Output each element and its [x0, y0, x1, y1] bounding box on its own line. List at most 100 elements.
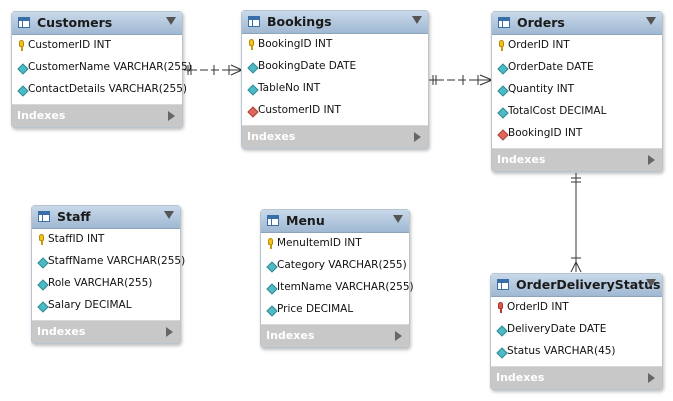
expand-arrow-icon[interactable]: [414, 132, 421, 142]
column-icon: [266, 305, 278, 317]
column-icon: [496, 325, 508, 337]
expand-arrow-icon[interactable]: [168, 111, 175, 121]
column-icon: [37, 301, 49, 313]
indexes-section[interactable]: Indexes: [492, 148, 662, 171]
column-row[interactable]: TableNo INT: [242, 78, 428, 100]
column-row[interactable]: Salary DECIMAL: [32, 295, 180, 317]
column-row[interactable]: Price DECIMAL: [261, 299, 409, 321]
column-label: Category VARCHAR(255): [277, 259, 407, 271]
column-label: Price DECIMAL: [277, 303, 354, 315]
table-icon: [267, 215, 279, 226]
column-row[interactable]: ItemName VARCHAR(255): [261, 277, 414, 299]
column-row[interactable]: Quantity INT: [492, 79, 662, 101]
column-label: CustomerName VARCHAR(255): [28, 61, 192, 73]
column-row[interactable]: TotalCost DECIMAL: [492, 101, 662, 123]
primary-foreign-key-icon: [496, 302, 506, 313]
table-title: Customers: [37, 15, 113, 30]
indexes-label: Indexes: [37, 325, 86, 338]
column-label: Salary DECIMAL: [48, 299, 132, 311]
table-title: Bookings: [267, 14, 332, 29]
collapse-arrow-icon[interactable]: [646, 279, 656, 287]
column-row[interactable]: OrderID INT: [492, 35, 662, 57]
column-label: StaffName VARCHAR(255): [48, 255, 186, 267]
column-icon: [247, 62, 259, 74]
table-title: Menu: [286, 213, 325, 228]
column-icon: [17, 63, 29, 75]
column-row[interactable]: BookingID INT: [492, 123, 662, 145]
foreign-key-icon: [247, 106, 259, 118]
column-row[interactable]: Category VARCHAR(255): [261, 255, 409, 277]
indexes-section[interactable]: Indexes: [242, 125, 428, 148]
column-row[interactable]: OrderID INT: [491, 297, 662, 319]
table-icon: [248, 16, 260, 27]
column-icon: [266, 261, 278, 273]
column-row[interactable]: CustomerName VARCHAR(255): [12, 57, 192, 79]
column-row[interactable]: ContactDetails VARCHAR(255): [12, 79, 187, 101]
column-row[interactable]: BookingDate DATE: [242, 56, 428, 78]
collapse-arrow-icon[interactable]: [164, 211, 174, 219]
foreign-key-icon: [497, 129, 509, 141]
column-label: TableNo INT: [258, 82, 321, 94]
column-row[interactable]: CustomerID INT: [12, 35, 182, 57]
column-row[interactable]: DeliveryDate DATE: [491, 319, 662, 341]
indexes-section[interactable]: Indexes: [32, 320, 180, 343]
column-icon: [497, 107, 509, 119]
column-icon: [17, 85, 29, 97]
column-label: Status VARCHAR(45): [507, 345, 616, 357]
expand-arrow-icon[interactable]: [648, 373, 655, 383]
column-label: BookingDate DATE: [258, 60, 357, 72]
table-bookings[interactable]: Bookings BookingID INT BookingDate DATE …: [241, 10, 429, 149]
expand-arrow-icon[interactable]: [395, 331, 402, 341]
table-staff[interactable]: Staff StaffID INT StaffName VARCHAR(255)…: [31, 205, 185, 344]
table-header[interactable]: OrderDeliveryStatus: [491, 274, 662, 297]
table-header[interactable]: Orders: [492, 12, 662, 35]
collapse-arrow-icon[interactable]: [166, 17, 176, 25]
column-label: ContactDetails VARCHAR(255): [28, 83, 187, 95]
table-icon: [498, 17, 510, 28]
indexes-label: Indexes: [266, 329, 315, 342]
column-icon: [247, 84, 259, 96]
column-row[interactable]: Role VARCHAR(255): [32, 273, 180, 295]
table-icon: [38, 211, 50, 222]
primary-key-icon: [266, 238, 276, 249]
primary-key-icon: [37, 234, 47, 245]
indexes-label: Indexes: [247, 130, 296, 143]
column-row[interactable]: CustomerID INT: [242, 100, 428, 122]
column-label: TotalCost DECIMAL: [508, 105, 607, 117]
column-icon: [497, 85, 509, 97]
table-orderdeliverystatus[interactable]: OrderDeliveryStatus OrderID INT Delivery…: [490, 273, 663, 390]
table-customers[interactable]: Customers CustomerID INT CustomerName VA…: [11, 11, 192, 128]
column-label: ItemName VARCHAR(255): [277, 281, 414, 293]
collapse-arrow-icon[interactable]: [646, 17, 656, 25]
column-row[interactable]: Status VARCHAR(45): [491, 341, 662, 363]
table-header[interactable]: Menu: [261, 210, 409, 233]
column-icon: [497, 63, 509, 75]
column-row[interactable]: OrderDate DATE: [492, 57, 662, 79]
indexes-section[interactable]: Indexes: [12, 104, 182, 127]
relationship-bookings-orders: [429, 74, 493, 86]
collapse-arrow-icon[interactable]: [412, 16, 422, 24]
column-icon: [266, 283, 278, 295]
indexes-section[interactable]: Indexes: [261, 324, 409, 347]
expand-arrow-icon[interactable]: [648, 155, 655, 165]
collapse-arrow-icon[interactable]: [393, 215, 403, 223]
column-row[interactable]: MenuItemID INT: [261, 233, 409, 255]
column-row[interactable]: StaffName VARCHAR(255): [32, 251, 185, 273]
table-header[interactable]: Bookings: [242, 11, 428, 34]
table-title: Orders: [517, 15, 565, 30]
column-label: BookingID INT: [508, 127, 583, 139]
expand-arrow-icon[interactable]: [166, 327, 173, 337]
table-header[interactable]: Customers: [12, 12, 182, 35]
column-label: OrderDate DATE: [508, 61, 594, 73]
table-orders[interactable]: Orders OrderID INT OrderDate DATE Quanti…: [491, 11, 663, 172]
table-header[interactable]: Staff: [32, 206, 180, 229]
table-title: Staff: [57, 209, 91, 224]
column-row[interactable]: StaffID INT: [32, 229, 180, 251]
table-title: OrderDeliveryStatus: [516, 277, 661, 292]
table-menu[interactable]: Menu MenuItemID INT Category VARCHAR(255…: [260, 209, 414, 348]
column-label: OrderID INT: [507, 301, 569, 313]
column-row[interactable]: BookingID INT: [242, 34, 428, 56]
indexes-section[interactable]: Indexes: [491, 366, 662, 389]
indexes-label: Indexes: [496, 371, 545, 384]
